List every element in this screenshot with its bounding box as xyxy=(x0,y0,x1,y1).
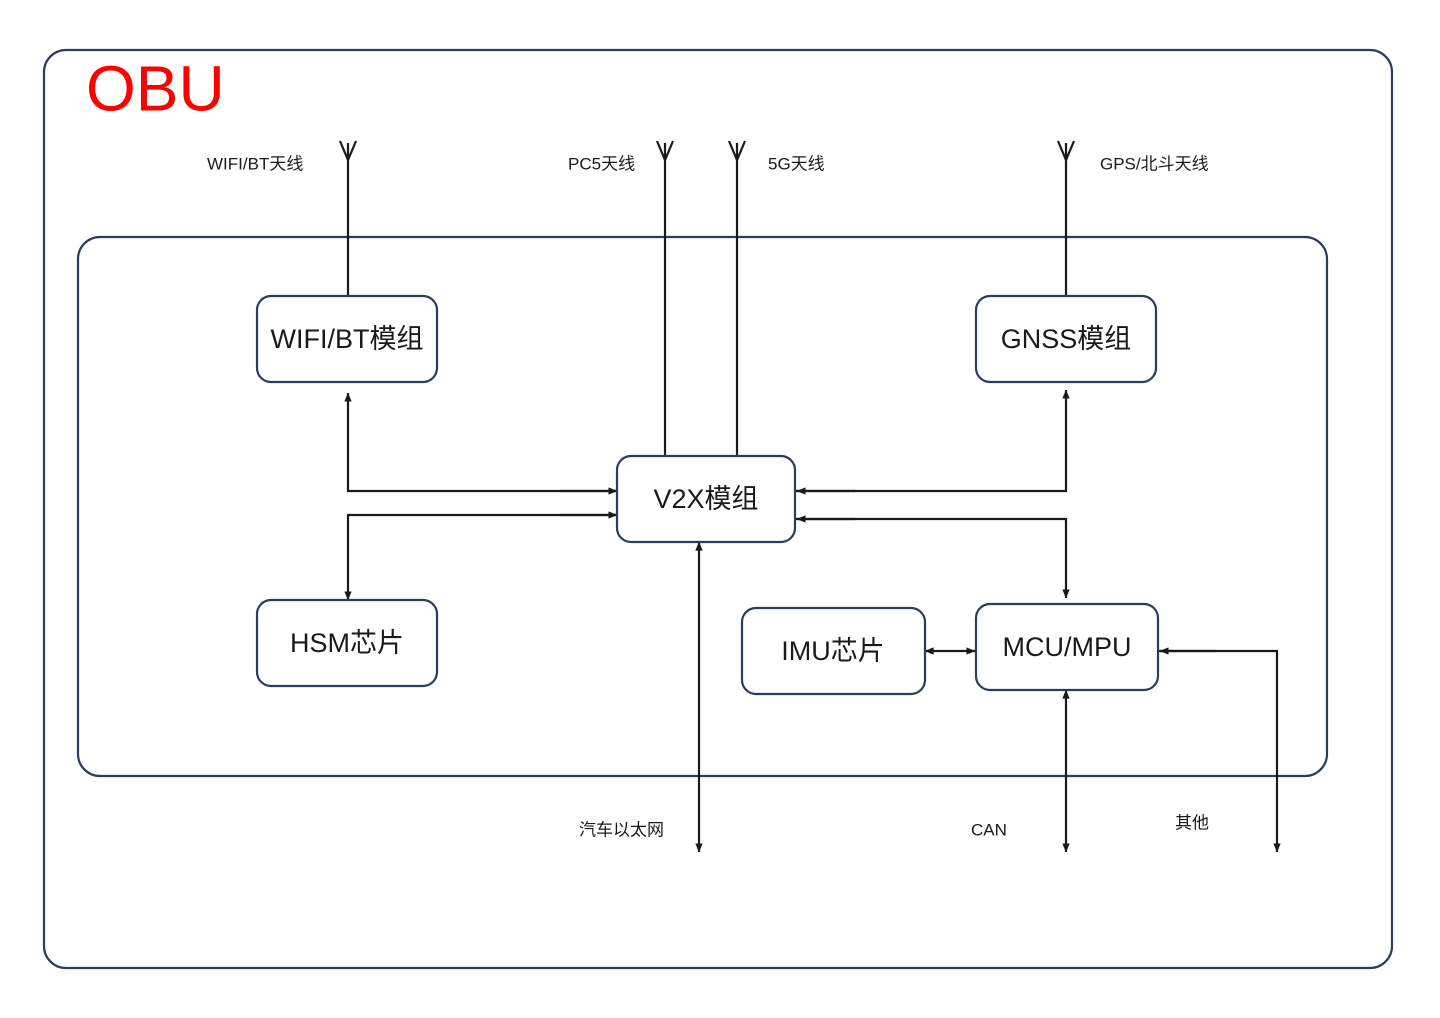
wifi-bt-antenna xyxy=(338,140,358,296)
module-mcu-mpu-rect[interactable] xyxy=(974,602,1160,692)
module-wifi-bt[interactable]: WIFI/BT模组 xyxy=(255,294,439,384)
can-bus-label: CAN xyxy=(971,820,1007,839)
fiveg-antenna xyxy=(727,140,747,456)
wifi-bt-antenna-label: WIFI/BT天线 xyxy=(207,154,303,173)
connection-v2x-to-gnss xyxy=(795,389,1070,493)
pc5-antenna xyxy=(655,140,675,456)
fiveg-antenna-label: 5G天线 xyxy=(768,154,825,173)
module-gnss[interactable]: GNSS模组 xyxy=(974,294,1158,384)
connection-v2x-to-mcu xyxy=(795,517,1070,599)
module-gnss-rect[interactable] xyxy=(974,294,1158,384)
module-imu-chip-label: IMU芯片 xyxy=(781,636,885,666)
page-title: OBU xyxy=(86,52,225,124)
connection-v2x-to-hsm xyxy=(344,513,619,601)
module-v2x[interactable]: V2X模组 xyxy=(615,454,797,544)
module-wifi-bt-label: WIFI/BT模组 xyxy=(271,324,424,354)
module-imu-chip[interactable]: IMU芯片 xyxy=(740,606,927,696)
connection-v2x-to-wifibt xyxy=(344,392,619,493)
module-hsm-chip[interactable]: HSM芯片 xyxy=(255,598,439,688)
gps-beidou-antenna xyxy=(1056,140,1076,296)
module-mcu-mpu-label: MCU/MPU xyxy=(1003,632,1132,662)
module-v2x-rect[interactable] xyxy=(615,454,797,544)
module-hsm-chip-label: HSM芯片 xyxy=(290,628,404,658)
module-wifi-bt-rect[interactable] xyxy=(255,294,439,384)
automotive-ethernet-label: 汽车以太网 xyxy=(579,820,664,839)
pc5-antenna-label: PC5天线 xyxy=(568,154,635,173)
other-bus-label: 其他 xyxy=(1175,813,1209,832)
module-gnss-label: GNSS模组 xyxy=(1001,324,1132,354)
module-hsm-chip-rect[interactable] xyxy=(255,598,439,688)
module-mcu-mpu[interactable]: MCU/MPU xyxy=(974,602,1160,692)
module-v2x-label: V2X模组 xyxy=(653,484,758,514)
module-imu-chip-rect[interactable] xyxy=(740,606,927,696)
gps-beidou-antenna-label: GPS/北斗天线 xyxy=(1100,154,1209,173)
